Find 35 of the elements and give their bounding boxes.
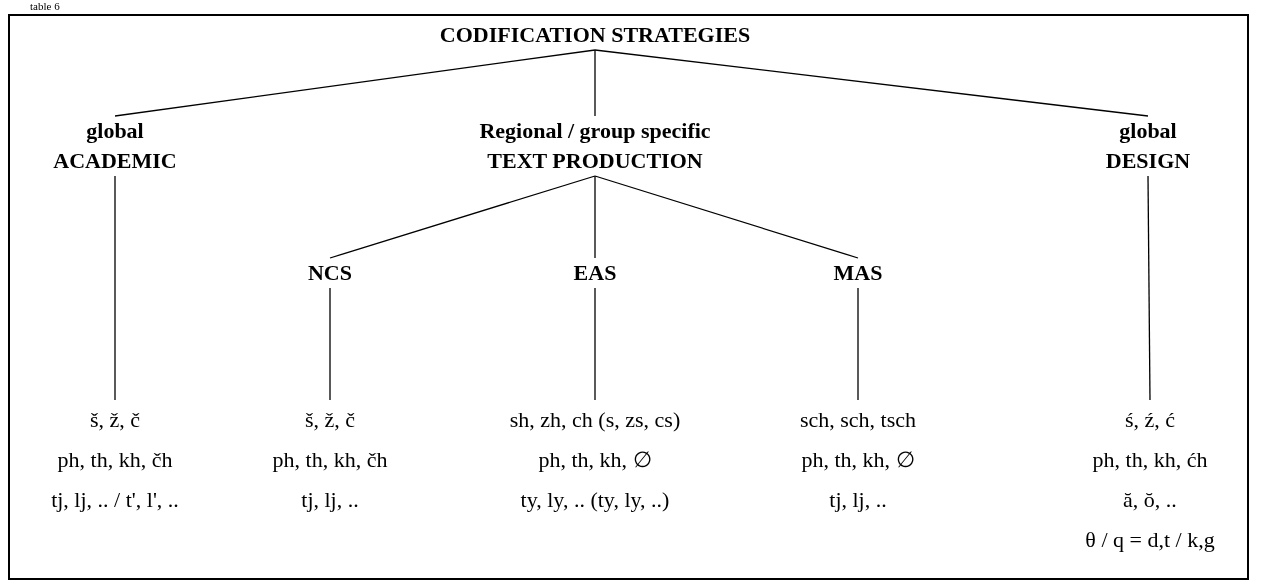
category-heading: NCS [307,259,353,287]
connector-line [594,49,1149,117]
letter-list: tj, lj, .. [748,480,968,520]
letter-list: θ / q = d,t / k,g [1050,520,1250,560]
category-heading: MAS [832,259,884,287]
letter-list: ph, th, kh, ∅ [445,440,745,480]
connector-line [594,49,596,117]
letter-list: ă, ŏ, .. [1050,480,1250,520]
letter-list: sch, sch, tsch [748,400,968,440]
connector-line [594,287,596,401]
letter-list: ty, ly, .. (ty, ly, ..) [445,480,745,520]
letter-list: ś, ź, ć [1050,400,1250,440]
connector-line [594,175,859,259]
letter-list: š, ž, č [0,400,230,440]
category-heading: global ACADEMIC [52,117,178,175]
root-heading: CODIFICATION STRATEGIES [438,21,752,49]
letter-list: sh, zh, ch (s, zs, cs) [445,400,745,440]
connector-line [329,287,331,401]
letter-list: ph, th, kh, čh [0,440,230,480]
category-heading: Regional / group specific TEXT PRODUCTION [478,117,712,175]
letter-list: š, ž, č [230,400,430,440]
connector-line [594,175,596,259]
connector-line [1147,175,1151,401]
connector-line [857,287,859,401]
connector-line [114,49,596,117]
letter-list: ph, th, kh, ∅ [748,440,968,480]
letter-list: tj, lj, .. / t', l', .. [0,480,230,520]
letter-list: tj, lj, .. [230,480,430,520]
table-caption: table 6 [30,0,60,13]
category-heading: EAS [572,259,618,287]
connector-line [329,175,596,259]
category-heading: global DESIGN [1104,117,1192,175]
letter-list: ph, th, kh, ćh [1050,440,1250,480]
connector-line [114,175,116,401]
letter-list: ph, th, kh, čh [230,440,430,480]
